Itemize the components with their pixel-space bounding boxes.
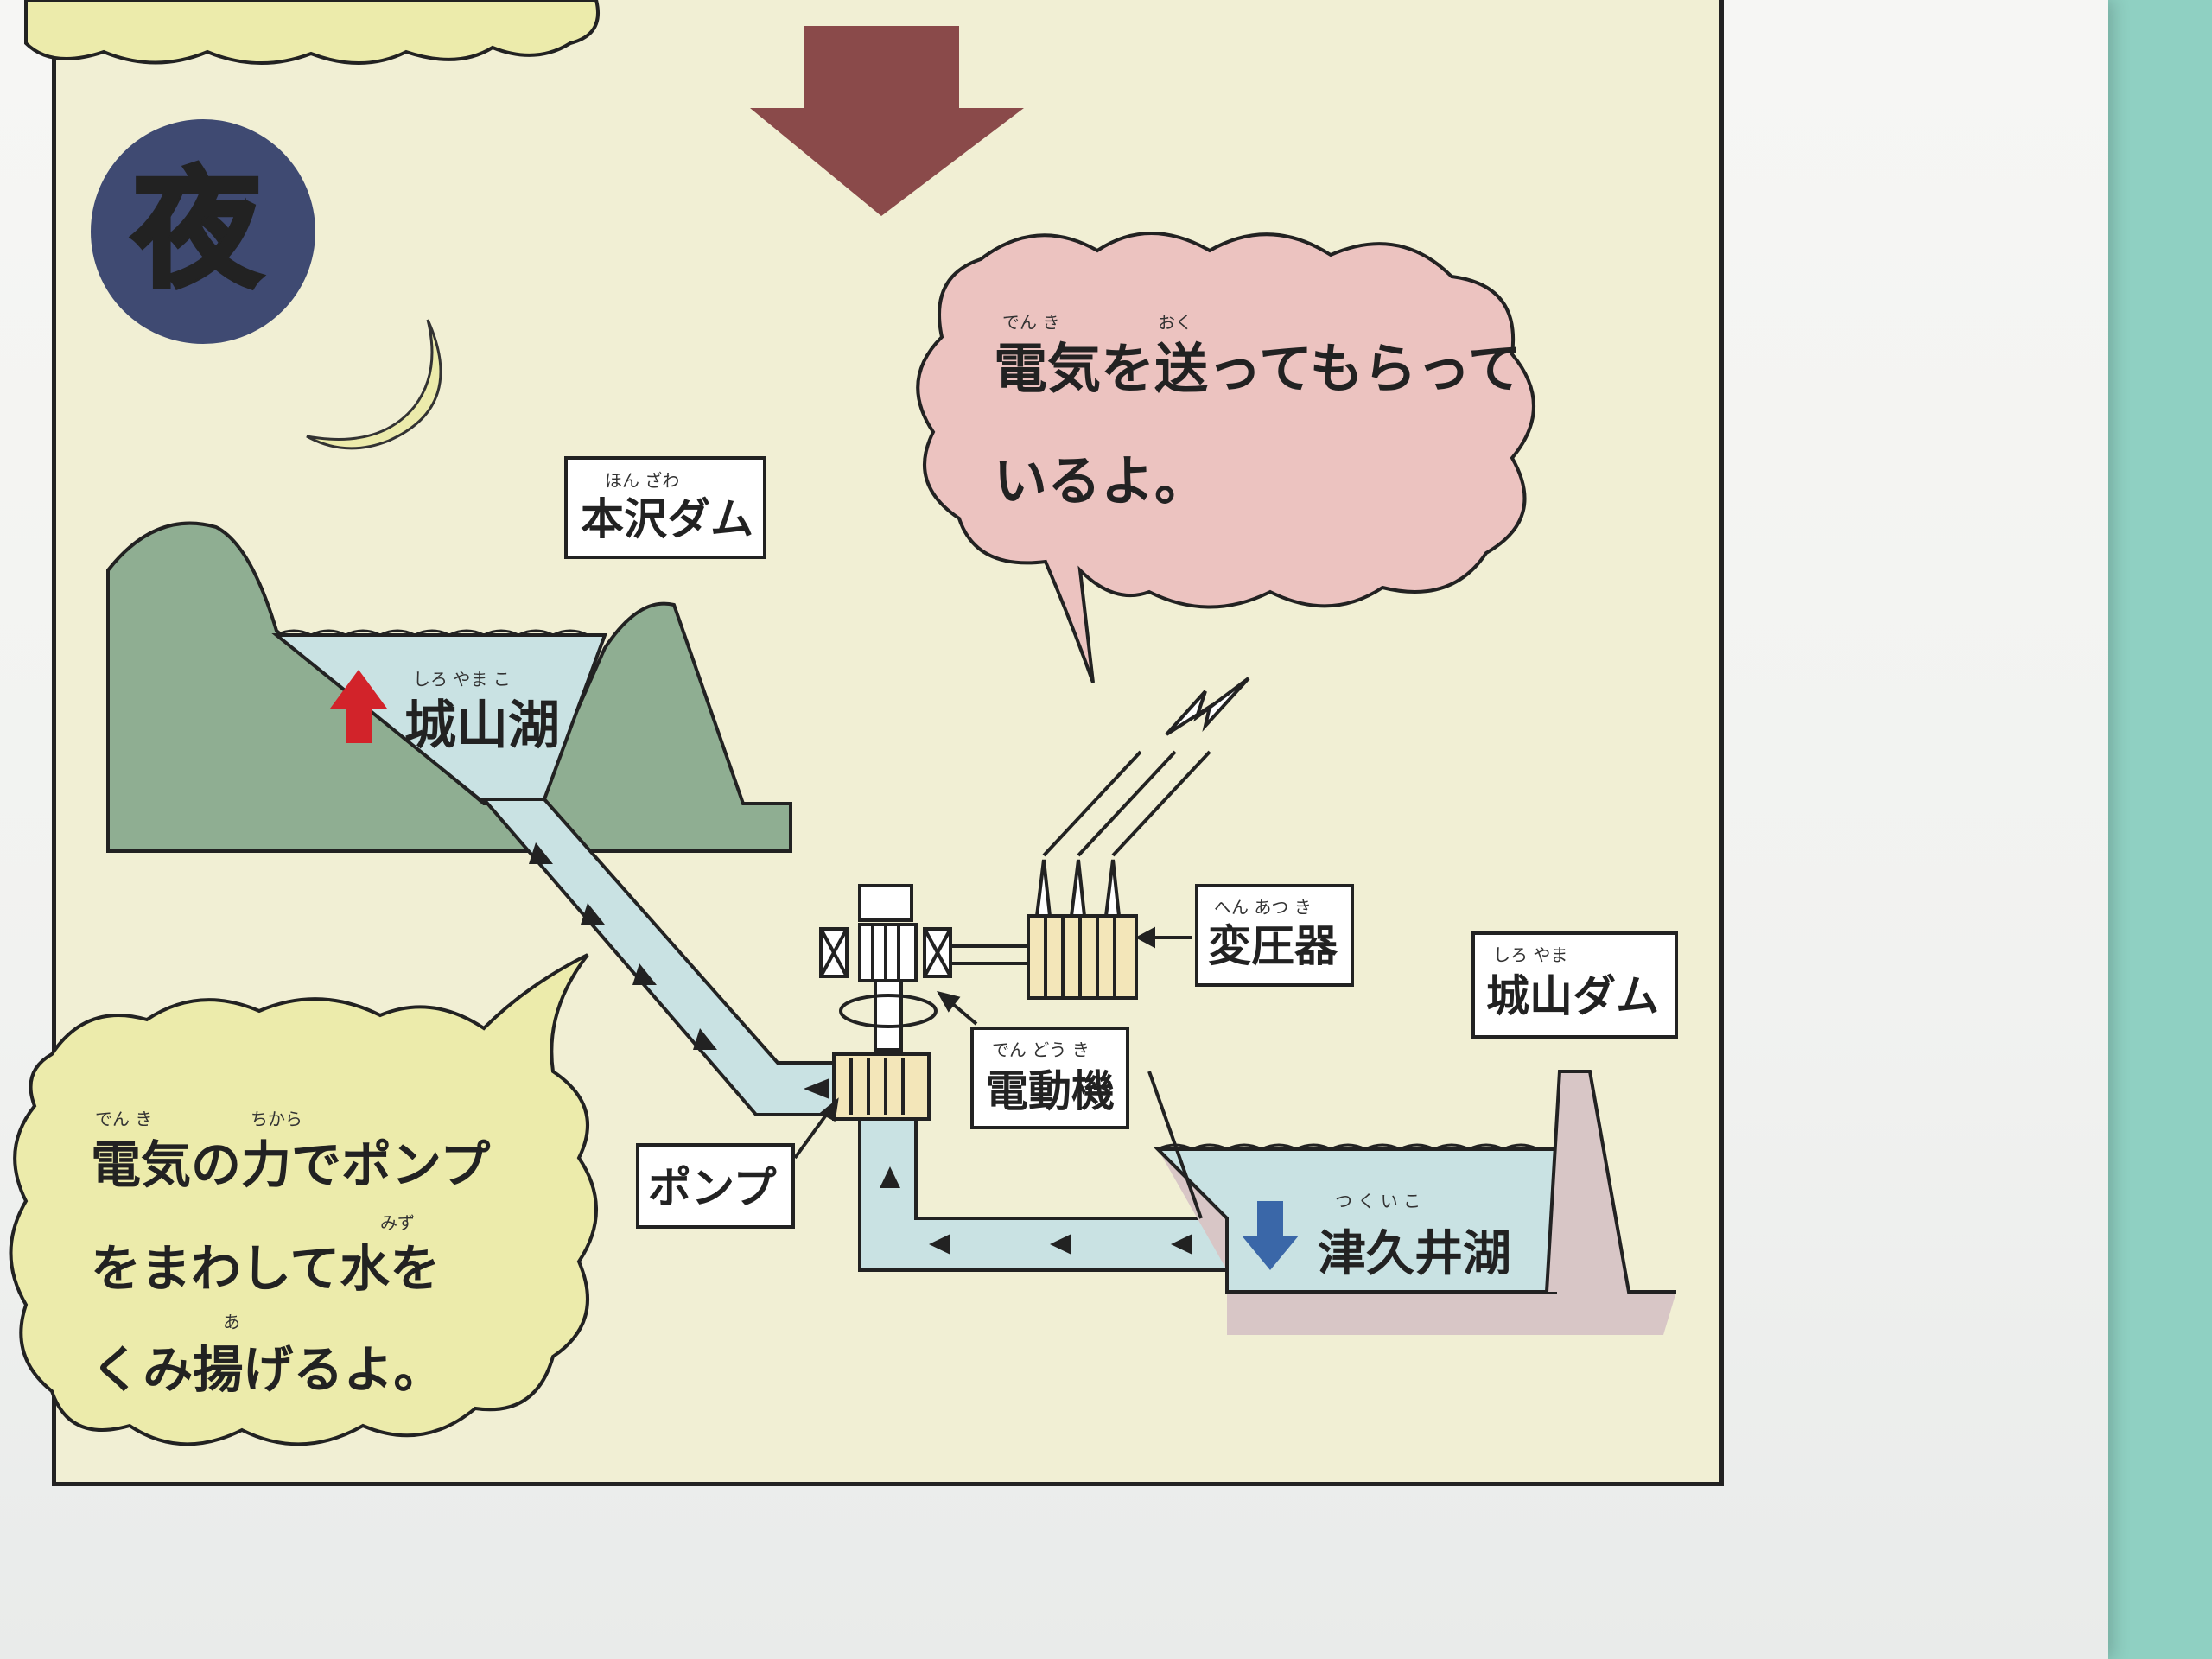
- motor-pump-unit: [819, 884, 1028, 1121]
- lower-pipe: [858, 1117, 1229, 1272]
- svg-text:本沢ダム: 本沢ダム: [581, 494, 753, 544]
- svg-text:ほん ざわ: ほん ざわ: [605, 470, 679, 491]
- label-motor: でん どう き 電動機: [970, 1027, 1129, 1129]
- svg-text:あ: あ: [223, 1312, 240, 1332]
- svg-text:しろ やま こ: しろ やま こ: [413, 669, 511, 690]
- up-arrow-icon: [330, 670, 387, 743]
- label-honzawa-dam: ほん ざわ 本沢ダム: [564, 456, 766, 559]
- svg-text:津久井湖: 津久井湖: [1318, 1226, 1511, 1282]
- moon-icon: [306, 319, 442, 450]
- svg-text:ポンプ: ポンプ: [648, 1163, 777, 1213]
- label-pump: ポンプ: [636, 1143, 795, 1229]
- down-arrow-icon: [1242, 1201, 1299, 1270]
- flow-arrows-up: [529, 842, 830, 1099]
- svg-text:をまわして水を: をまわして水を: [91, 1239, 440, 1298]
- lower-reservoir: [1154, 1070, 1676, 1335]
- svg-text:つ く い こ: つ く い こ: [1335, 1191, 1421, 1211]
- label-shiroyama-lake: しろ やま こ 城山湖: [404, 669, 560, 756]
- svg-text:しろ やま: しろ やま: [1493, 944, 1567, 965]
- svg-text:電気を送ってもらって: 電気を送ってもらって: [994, 337, 1522, 400]
- big-down-arrow: [750, 26, 1024, 216]
- speech-bubble-left: でん き ちから 電気の力でポンプ みず をまわして水を あ くみ揚げるよ。: [9, 953, 598, 1446]
- shiroyama-dam-wall: [1545, 1070, 1676, 1294]
- svg-text:でん き: でん き: [95, 1109, 152, 1129]
- night-badge: 夜: [91, 119, 315, 344]
- svg-text:城山湖: 城山湖: [404, 696, 560, 756]
- svg-text:城山ダム: 城山ダム: [1486, 971, 1659, 1021]
- svg-text:でん どう き: でん どう き: [992, 1039, 1090, 1060]
- svg-text:おく: おく: [1158, 312, 1192, 333]
- label-shiroyama-dam: しろ やま 城山ダム: [1471, 931, 1678, 1039]
- pointer-arrows: [793, 926, 1203, 1219]
- label-transformer: へん あつ き 変圧器: [1195, 884, 1354, 987]
- svg-text:ちから: ちから: [251, 1109, 302, 1129]
- svg-text:でん き: でん き: [1002, 312, 1059, 333]
- lightning-icon: [1165, 677, 1250, 736]
- svg-text:電動機: 電動機: [985, 1066, 1115, 1116]
- svg-text:電気の力でポンプ: 電気の力でポンプ: [91, 1135, 490, 1194]
- svg-text:くみ揚げるよ。: くみ揚げるよ。: [91, 1340, 443, 1399]
- svg-text:みず: みず: [380, 1212, 415, 1233]
- top-cloud: [24, 0, 600, 65]
- svg-text:変圧器: 変圧器: [1208, 921, 1338, 971]
- upper-reservoir: [106, 521, 792, 853]
- night-badge-label: 夜: [131, 156, 263, 306]
- svg-text:いるよ。: いるよ。: [994, 449, 1208, 512]
- flow-arrows-left: [880, 1166, 1192, 1255]
- svg-text:へん あつ き: へん あつ き: [1214, 897, 1312, 918]
- label-tsukui-lake: つ く い こ 津久井湖: [1318, 1191, 1511, 1282]
- speech-bubble-top: でん き おく 電気を送ってもらって いるよ。: [916, 232, 1535, 683]
- transformer-unit: [1027, 677, 1250, 1000]
